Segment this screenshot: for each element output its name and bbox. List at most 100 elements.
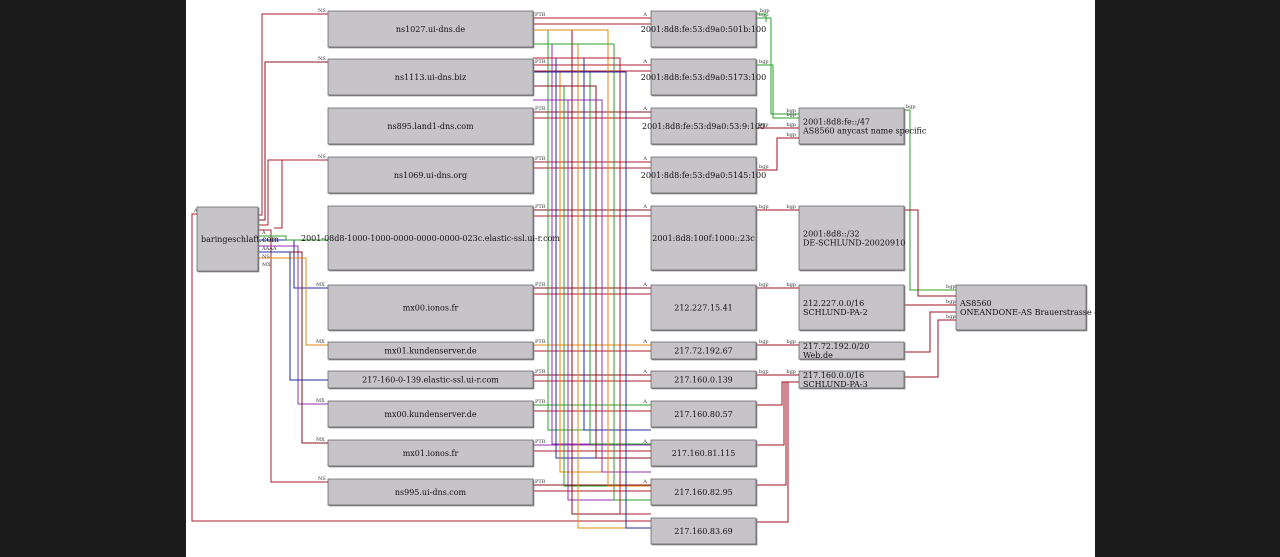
node-label: 217.72.192.0/20 [803, 342, 869, 351]
node-box [327, 478, 534, 506]
edge-label: bgp [759, 122, 769, 128]
edge-label: bgp [786, 132, 796, 138]
edge-root-loop [191, 213, 651, 522]
edge-label: PTR [535, 204, 546, 210]
node-box [798, 370, 905, 389]
node-ip6d: 2001:8d8:fe:53:d9a0:5145:100 [641, 156, 766, 194]
node-ip5: 217.160.81.115 [650, 439, 757, 467]
edge-label: PTR [535, 479, 546, 485]
edge-label: bgp [786, 339, 796, 345]
node-box [327, 10, 534, 48]
edge-ns-ns995 [258, 229, 328, 483]
node-label: 217.160.0.0/16 [803, 371, 864, 380]
edge-label: bgp [946, 299, 956, 305]
edge-label: bgp [759, 204, 769, 210]
edge-ns-ns027 [258, 13, 328, 216]
edge-ns-ns1069 [258, 159, 328, 226]
node-label: AS8560 [959, 299, 992, 308]
edge-bgp-ip6a [756, 17, 799, 115]
edge-bus [533, 71, 651, 473]
node-label: mx00.ionos.fr [403, 304, 459, 313]
node-label: 2001:8d8:fe:53:d9a0:5145:100 [641, 171, 766, 180]
node-box [798, 107, 905, 145]
edge-label: A [642, 399, 647, 405]
edge-bus [533, 43, 651, 501]
node-label: 2001-08d8-1000-1000-0000-0000-0000-023c.… [301, 234, 560, 243]
edge-bus [533, 57, 651, 515]
node-ip6c: 2001:8d8:fe:53:d9a0:53:9:100 [642, 107, 765, 145]
edge-ns-ns1069-b [274, 159, 328, 229]
node-ip6: 217.160.82.95 [650, 478, 757, 506]
node-box [650, 205, 757, 271]
node-label: 217.160.0.139 [674, 376, 733, 385]
edge-label: A [261, 230, 266, 236]
edge-label: PTR [535, 12, 546, 18]
edge-label: bgp [760, 8, 770, 14]
edge-label: AAAA [261, 246, 277, 252]
node-ip3: 217.160.0.139 [650, 370, 757, 389]
edge-bus [533, 29, 651, 431]
edge-label: A [642, 439, 647, 445]
edge-bus [533, 29, 651, 515]
node-label: mx00.kundenserver.de [384, 410, 477, 419]
node-label: ns1113.ui-dns.biz [395, 73, 466, 82]
edge-label: PTR [535, 282, 546, 288]
edge-label: MX [316, 282, 325, 288]
edge-label: bgp [759, 282, 769, 288]
edge-label: MX [316, 398, 325, 404]
edge-label: PTR [535, 369, 546, 375]
edge-mx-mx00 [258, 239, 328, 289]
edge-label: PTR [535, 106, 546, 112]
edge-as-pfxB [904, 209, 956, 297]
edge-a-host139 [258, 251, 328, 381]
node-ns027: ns1027.ui-dns.de [327, 10, 534, 48]
node-ip4: 217.160.80.57 [650, 400, 757, 428]
edge-as-pfxE [904, 319, 956, 378]
node-ns1069: ns1069.ui-dns.org [327, 156, 534, 194]
edge-bus [533, 43, 651, 529]
node-box [650, 439, 757, 467]
edge-label: PTR [535, 156, 546, 162]
node-box [327, 400, 534, 428]
edge-top-right [756, 13, 767, 22]
edge-label: bgp [759, 164, 769, 170]
edge-bus [533, 99, 651, 501]
edge-label: NS [318, 56, 326, 62]
edge-bus [533, 71, 651, 445]
edge-bus [533, 71, 651, 529]
node-ns1113: ns1113.ui-dns.biz [327, 58, 534, 96]
edge-bgp-low [756, 381, 799, 523]
node-box [955, 284, 1087, 331]
node-box [798, 341, 905, 360]
edge-bgp-low [756, 381, 799, 446]
edge-label: A [642, 204, 647, 210]
edge-bgp-low [756, 381, 799, 406]
node-label: Web.de [803, 351, 833, 360]
node-box [650, 517, 757, 545]
edge-label: bgp [786, 112, 796, 118]
node-ip6e: 2001:8d8:100f:1000::23c [650, 205, 757, 271]
edge-label: A [642, 156, 647, 162]
edge-label: bgp [786, 122, 796, 128]
node-label: SCHLUND-PA-2 [803, 308, 868, 317]
node-label: 217.160.81.115 [672, 449, 736, 458]
node-label: mx01.ionos.fr [403, 449, 459, 458]
node-label: 2001:8d8::/32 [803, 230, 860, 239]
node-ip7: 217.160.83.69 [650, 517, 757, 545]
edge-label: bgp [946, 314, 956, 320]
edge-bgp-ip6b [756, 64, 799, 119]
node-label: SCHLUND-PA-3 [803, 380, 868, 389]
node-box [650, 370, 757, 389]
edge-label: bgp [786, 204, 796, 210]
edge-label: bgp [906, 104, 916, 110]
edge-bus [533, 85, 651, 459]
node-ip6b: 2001:8d8:fe:53:d9a0:5173:100 [641, 58, 766, 96]
node-box [650, 10, 757, 48]
